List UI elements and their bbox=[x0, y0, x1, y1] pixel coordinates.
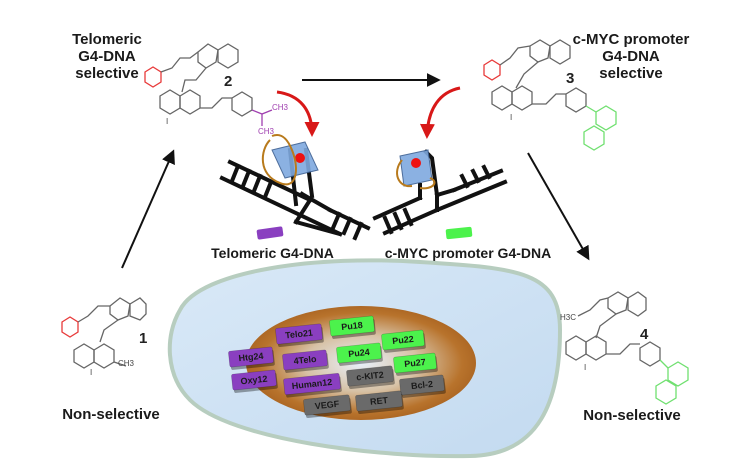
compound-4-iodide: I bbox=[584, 363, 586, 372]
compound-2-number: 2 bbox=[224, 73, 233, 90]
compound-2-structure bbox=[144, 43, 273, 126]
cmyc-dna-ladder bbox=[372, 149, 508, 236]
telomeric-g-quadruplex bbox=[261, 134, 319, 186]
cmyc-g-quadruplex bbox=[396, 149, 436, 190]
compound-2-title-line-1: Telomeric bbox=[72, 31, 142, 48]
arrow-3-to-4 bbox=[527, 152, 590, 261]
compound-2-ch3-upper: CH3 bbox=[272, 103, 289, 112]
nucleus-chip-human12: Human12 bbox=[283, 373, 342, 398]
nucleus-chip-label: RET bbox=[370, 395, 389, 407]
compound-3-title-line-3: selective bbox=[599, 64, 663, 82]
nucleus-chip-telo21: Telo21 bbox=[275, 323, 324, 348]
nucleus-chip-pu24: Pu24 bbox=[336, 342, 383, 366]
nucleus-chip-pu22: Pu22 bbox=[381, 329, 426, 353]
nucleus-chip-bcl-2: Bcl-2 bbox=[399, 374, 446, 398]
nucleus-chip-label: Pu27 bbox=[404, 357, 426, 369]
nucleus-chip-label: c-KIT2 bbox=[356, 370, 384, 383]
compound-4-structure bbox=[565, 291, 689, 405]
compound-1-ch3: CH3 bbox=[118, 359, 135, 368]
nucleus-chip-ret: RET bbox=[355, 390, 404, 415]
compound-2-title: Telomeric G4-DNA selective bbox=[62, 31, 152, 82]
compound-2-title-line-2: G4-DNA bbox=[78, 47, 136, 65]
compound-3-title-line-2: G4-DNA bbox=[602, 47, 660, 65]
nucleus-chip-label: Oxy12 bbox=[240, 374, 268, 387]
cmyc-g4-dna-label: c-MYC promoter G4-DNA bbox=[384, 245, 552, 261]
compound-3-number: 3 bbox=[566, 70, 575, 87]
nucleus-chip-label: Bcl-2 bbox=[411, 379, 434, 391]
compound-3-iodide: I bbox=[510, 113, 512, 122]
nucleus-chip-label: 4Telo bbox=[293, 354, 317, 366]
nucleus-chip-label: Human12 bbox=[291, 377, 332, 391]
compound-2-iodide: I bbox=[166, 117, 168, 126]
compound-3-title-line-1: c-MYC promoter bbox=[572, 31, 690, 48]
compound-3-structure bbox=[483, 39, 617, 151]
nucleus-chip-label: Pu22 bbox=[392, 334, 414, 346]
nucleus-chip-pu27: Pu27 bbox=[393, 352, 438, 376]
red-binding-arrow-right bbox=[419, 86, 461, 139]
nucleus-chip-label: Pu24 bbox=[348, 347, 370, 359]
compound-2-ch3-lower: CH3 bbox=[258, 127, 275, 136]
nucleus-chip-4telo: 4Telo bbox=[282, 349, 329, 373]
nucleus-chip-oxy12: Oxy12 bbox=[231, 369, 278, 393]
arrow-1-to-2 bbox=[121, 149, 175, 269]
nucleus-chip-c-kit2: c-KIT2 bbox=[346, 365, 395, 390]
compound-4-title: Non-selective bbox=[583, 407, 681, 424]
compound-2-title-line-3: selective bbox=[75, 64, 139, 82]
red-binding-arrow-left bbox=[276, 90, 320, 137]
compound-4-number: 4 bbox=[640, 326, 649, 343]
compound-1-structure bbox=[61, 297, 147, 369]
nucleus-chip-pu18: Pu18 bbox=[329, 315, 376, 339]
telomeric-legend-chip bbox=[256, 226, 284, 240]
nucleus-chip-vegf: VEGF bbox=[303, 394, 352, 419]
telomeric-g4-dna-label: Telomeric G4-DNA bbox=[211, 245, 334, 261]
compound-1-iodide: I bbox=[90, 368, 92, 377]
compound-3-title: c-MYC promoter G4-DNA selective bbox=[566, 31, 696, 82]
nucleus-chip-label: VEGF bbox=[314, 399, 340, 412]
nucleus-chip-label: Telo21 bbox=[285, 328, 314, 341]
nucleus-chip-label: Htg24 bbox=[238, 351, 264, 364]
cmyc-legend-chip bbox=[445, 226, 473, 240]
nucleus-chip-htg24: Htg24 bbox=[228, 346, 275, 370]
compound-1-number: 1 bbox=[139, 330, 148, 347]
nucleus-chip-label: Pu18 bbox=[341, 320, 363, 332]
compound-1-title: Non-selective bbox=[62, 406, 160, 423]
compound-4-h3c: H3C bbox=[560, 313, 576, 322]
